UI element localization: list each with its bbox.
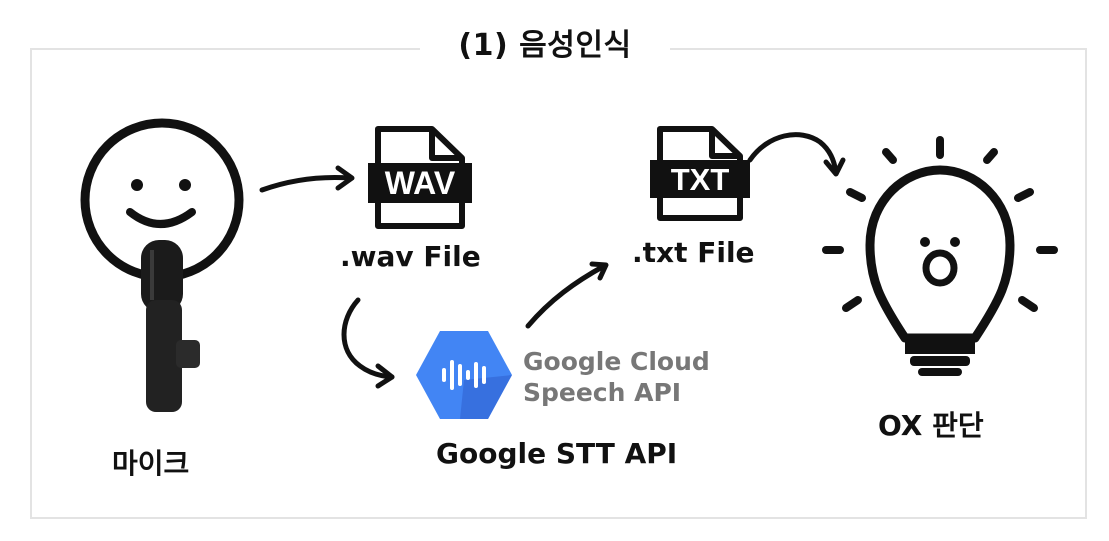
arrow-mic-to-wav — [259, 165, 355, 193]
wav-file-icon: WAV — [368, 126, 472, 229]
txt-file-icon: TXT — [650, 126, 750, 221]
wav-file-label: .wav File — [332, 240, 488, 273]
google-logo-line1: Google Cloud — [523, 347, 710, 376]
google-logo-line2: Speech API — [523, 378, 682, 407]
arrow-wav-to-stt — [341, 297, 395, 389]
ox-label: OX 판단 — [870, 404, 991, 444]
stt-label: Google STT API — [428, 437, 685, 470]
txt-file-label: .txt File — [624, 236, 762, 269]
diagram-title: (1) 음성인식 — [420, 22, 670, 70]
wav-icon-text: WAV — [385, 165, 456, 201]
txt-icon-text: TXT — [671, 162, 730, 197]
google-speech-logo-icon — [416, 331, 512, 419]
mic-label: 마이크 — [104, 442, 197, 482]
arrow-stt-to-txt — [525, 261, 609, 329]
arrow-txt-to-bulb — [747, 132, 846, 177]
lightbulb-icon — [822, 136, 1058, 376]
smiley-microphone-icon — [80, 118, 244, 412]
google-logo-text: Google Cloud Speech API — [523, 346, 710, 408]
